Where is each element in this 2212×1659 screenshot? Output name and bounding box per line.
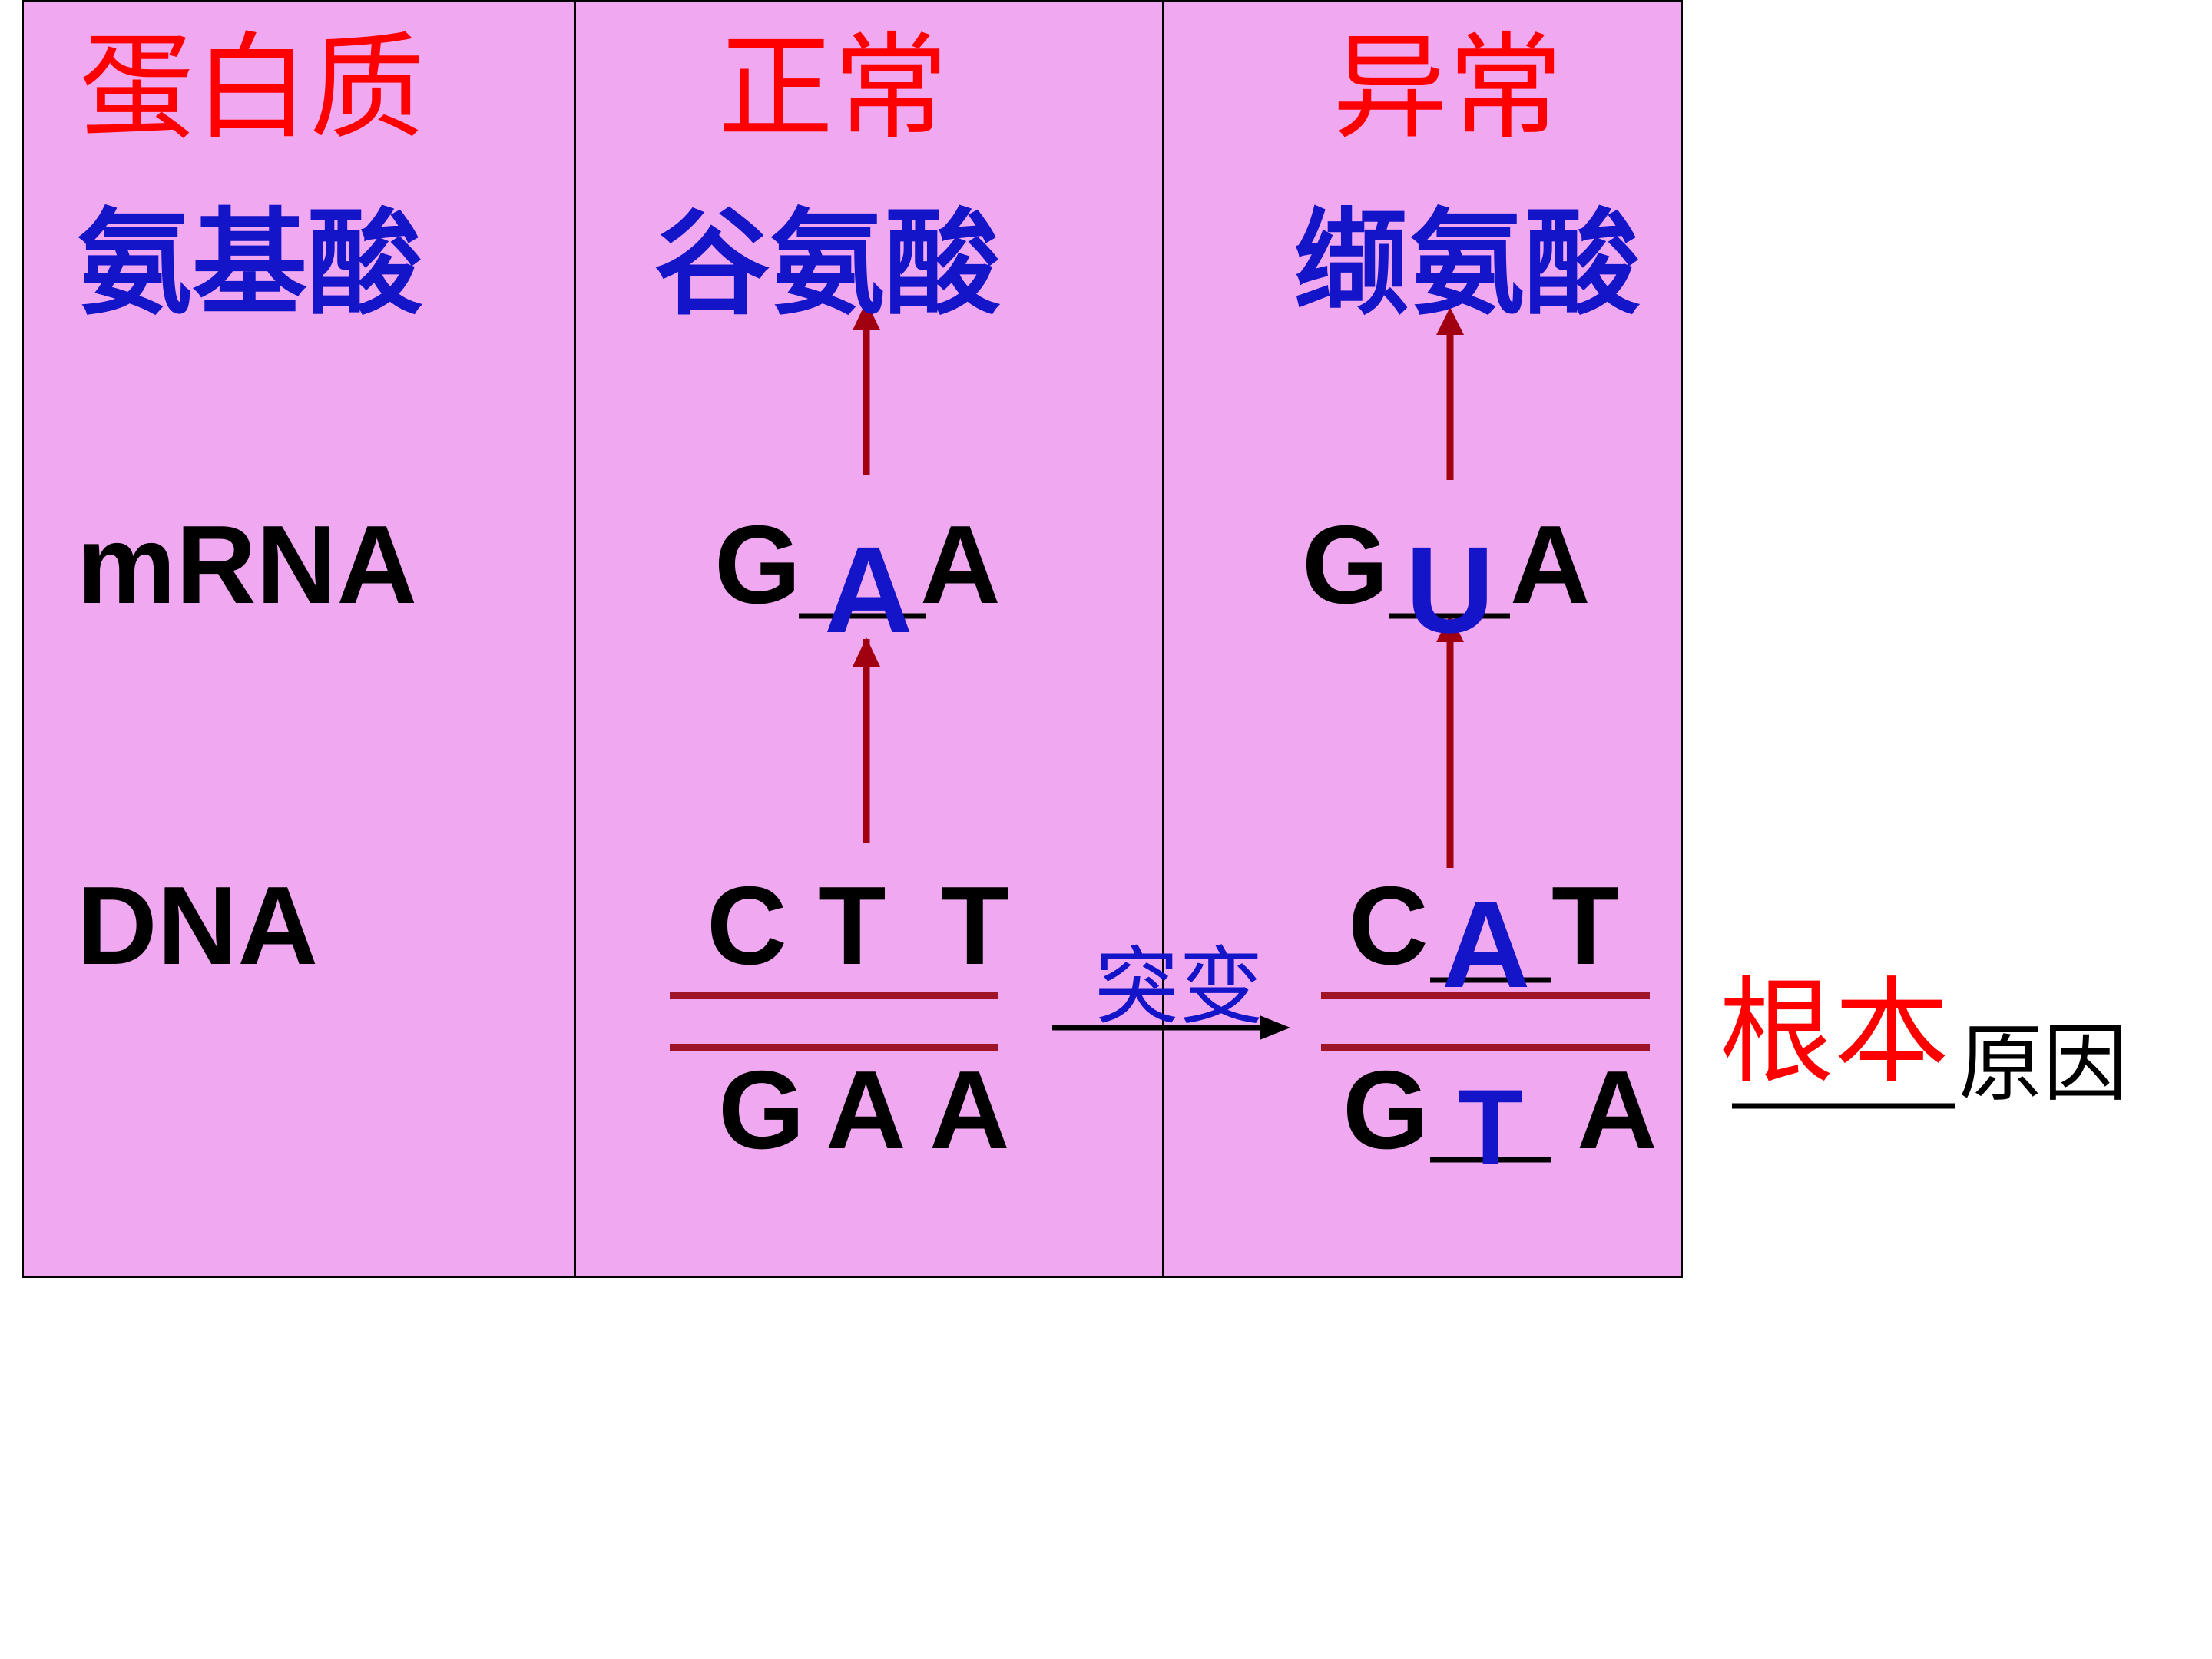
normal-dna-top-base-1: C (707, 863, 787, 988)
abnormal-title: 异常 (1333, 22, 1564, 155)
abnormal-mrna-base-2: U (1406, 521, 1495, 658)
normal-dna-bottom-base-1: G (718, 1048, 805, 1172)
label-amino-acid: 氨基酸 (77, 196, 423, 331)
abnormal-dna-bottom-base-1: G (1343, 1048, 1429, 1172)
abnormal-amino-acid: 缬氨酸 (1294, 196, 1641, 331)
cause-answer: 根本 (1719, 966, 1950, 1100)
normal-amino-acid: 谷氨酸 (654, 196, 1001, 331)
arrowhead-abnormal-mrna-to-amino (1436, 307, 1464, 335)
mutation-label: 突变 (1094, 938, 1263, 1036)
label-mrna: mRNA (77, 502, 418, 627)
normal-dna-bottom-base-2: A (826, 1048, 906, 1172)
cause-suffix: 原因 (1959, 1015, 2128, 1113)
abnormal-dna-top-base-3: T (1551, 863, 1620, 988)
label-dna: DNA (77, 863, 319, 988)
abnormal-column (1162, 0, 1683, 1278)
arrowhead-normal-mrna-to-amino (853, 301, 880, 330)
abnormal-mrna-base-3: A (1510, 502, 1591, 627)
abnormal-dna-bottom-base-2: T (1458, 1067, 1524, 1187)
normal-dna-top-base-3: T (941, 863, 1009, 988)
abnormal-dna-bottom-base-3: A (1577, 1048, 1657, 1172)
normal-mrna-base-3: A (920, 502, 1001, 627)
arrowhead-normal-dna-to-mrna (853, 637, 880, 667)
normal-mrna-base-1: G (714, 502, 801, 627)
normal-dna-top-base-2: T (818, 863, 886, 988)
label-protein: 蛋白质 (79, 22, 426, 155)
label-column (22, 0, 576, 1278)
arrowhead-abnormal-dna-to-mrna (1436, 614, 1464, 642)
normal-title: 正常 (718, 22, 949, 155)
mutation-arrowhead (1260, 1015, 1290, 1040)
abnormal-dna-top-base-1: C (1348, 863, 1429, 988)
abnormal-mrna-base-1: G (1302, 502, 1389, 627)
abnormal-dna-top-base-2: A (1442, 876, 1531, 1013)
normal-dna-bottom-base-3: A (929, 1048, 1010, 1172)
normal-mrna-base-2: A (824, 521, 913, 658)
